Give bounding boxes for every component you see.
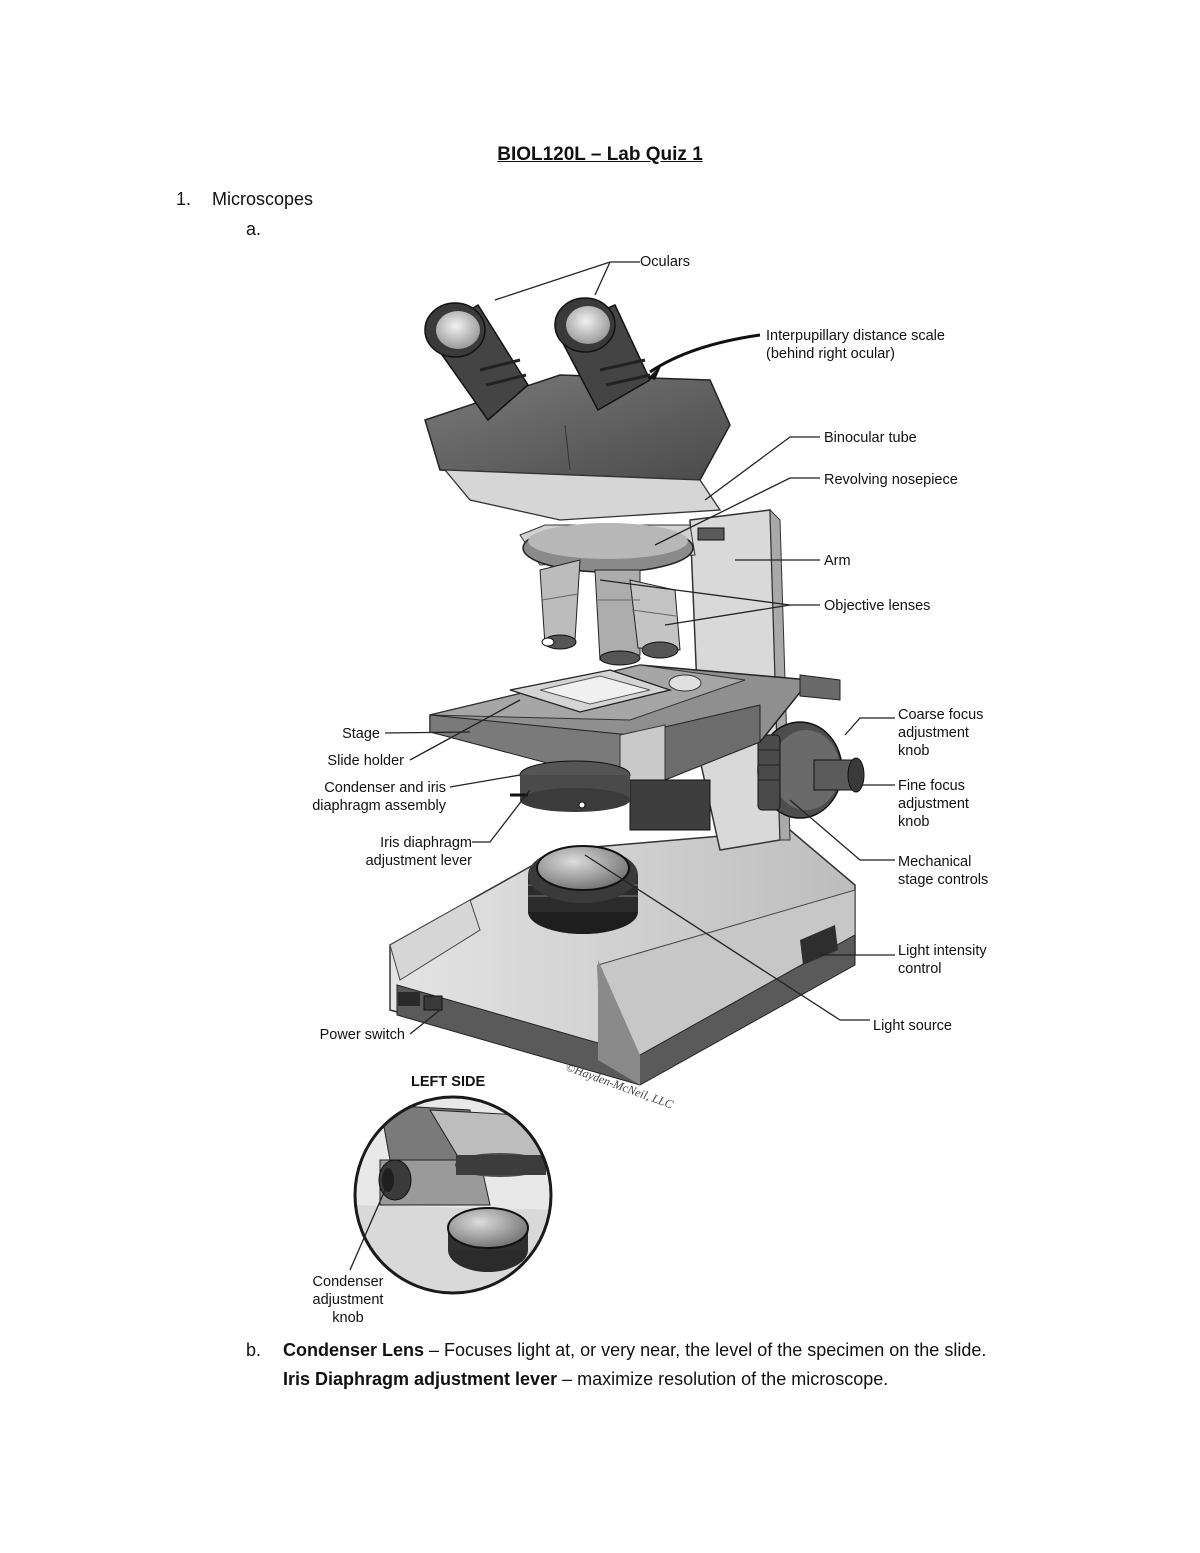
label-left-side: LEFT SIDE bbox=[411, 1074, 485, 1090]
label-mech-line2: stage controls bbox=[898, 872, 988, 888]
light-intensity-control bbox=[800, 925, 838, 965]
objective-lenses bbox=[539, 559, 681, 666]
label-light-intensity-line2: control bbox=[898, 961, 942, 977]
label-arm: Arm bbox=[824, 553, 851, 569]
label-nosepiece: Revolving nosepiece bbox=[824, 472, 958, 488]
question-number: 1. bbox=[176, 189, 192, 209]
label-coarse-line2: adjustment bbox=[898, 725, 969, 741]
label-stage: Stage bbox=[342, 726, 380, 742]
left-side-inset bbox=[353, 1095, 553, 1295]
label-cond-knob-line2: adjustment bbox=[313, 1292, 384, 1308]
label-cond-knob-line1: Condenser bbox=[313, 1274, 384, 1290]
label-light-intensity-line1: Light intensity bbox=[898, 943, 987, 959]
answer-2-text: – maximize resolution of the microscope. bbox=[557, 1369, 889, 1389]
label-coarse-line1: Coarse focus bbox=[898, 707, 983, 723]
condenser-assembly bbox=[510, 760, 631, 812]
oculars bbox=[424, 297, 651, 422]
label-coarse-line3: knob bbox=[898, 743, 929, 759]
label-leader-lines bbox=[349, 261, 895, 1271]
label-iris-line2: adjustment lever bbox=[366, 853, 473, 869]
document-title: BIOL120L – Lab Quiz 1 bbox=[497, 144, 703, 165]
subitem-a-marker: a. bbox=[246, 219, 262, 239]
diagram-labels: Oculars Interpupillary distance scale (b… bbox=[312, 254, 988, 1326]
power-switch bbox=[398, 992, 443, 1011]
label-binocular-tube: Binocular tube bbox=[824, 430, 917, 446]
label-oculars: Oculars bbox=[640, 254, 690, 270]
binocular-head bbox=[424, 374, 731, 541]
label-ipd-line1: Interpupillary distance scale bbox=[766, 328, 945, 344]
label-cond-knob-line3: knob bbox=[332, 1310, 363, 1326]
answer-line-1: Condenser Lens – Focuses light at, or ve… bbox=[283, 1340, 986, 1361]
answer-line-2: Iris Diaphragm adjustment lever – maximi… bbox=[283, 1369, 888, 1390]
label-fine-line2: adjustment bbox=[898, 796, 969, 812]
label-slide-holder: Slide holder bbox=[327, 753, 404, 769]
label-fine-line3: knob bbox=[898, 814, 929, 830]
label-iris-line1: Iris diaphragm bbox=[380, 835, 472, 851]
label-fine-line1: Fine focus bbox=[898, 778, 965, 794]
label-power-switch: Power switch bbox=[320, 1027, 405, 1043]
slide-holder bbox=[509, 669, 702, 713]
question-text: Microscopes bbox=[212, 189, 314, 209]
subitem-b-marker: b. bbox=[246, 1340, 262, 1360]
label-light-source: Light source bbox=[873, 1018, 952, 1034]
answer-2-term: Iris Diaphragm adjustment lever bbox=[283, 1369, 558, 1389]
revolving-nosepiece bbox=[519, 523, 696, 573]
label-condenser-line1: Condenser and iris bbox=[324, 780, 446, 796]
light-source bbox=[528, 845, 638, 934]
label-objectives: Objective lenses bbox=[824, 598, 930, 614]
answer-1-text: – Focuses light at, or very near, the le… bbox=[424, 1340, 987, 1360]
label-condenser-line2: diaphragm assembly bbox=[312, 798, 447, 814]
microscope-base bbox=[389, 829, 856, 1086]
label-mech-line1: Mechanical bbox=[898, 854, 971, 870]
label-ipd-line2: (behind right ocular) bbox=[766, 346, 895, 362]
answer-1-term: Condenser Lens bbox=[283, 1340, 425, 1360]
focus-knobs bbox=[757, 721, 865, 819]
